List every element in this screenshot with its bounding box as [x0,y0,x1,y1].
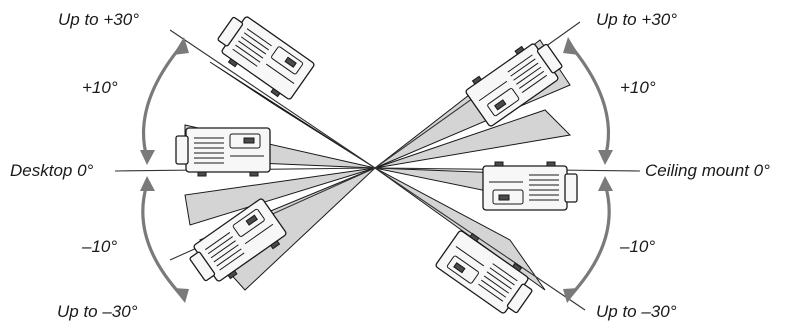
label-left-plus10: +10° [82,78,118,97]
beam-left-plus30 [209,61,376,169]
label-desktop-zero: Desktop 0° [10,161,94,180]
label-left-minus10: –10° [82,237,118,256]
label-left-up-to-minus30: Up to –30° [57,302,138,321]
projector-left-zero [175,127,271,177]
projector-left-plus30 [209,9,316,105]
beam-right-plus10 [374,109,572,169]
label-right-minus10: –10° [620,237,656,256]
right-arc-arrows [563,37,613,303]
projector-right-zero [482,161,578,211]
label-left-up-to-plus30: Up to +30° [58,10,139,29]
beam-left-minus10 [184,167,376,226]
label-right-up-to-plus30: Up to +30° [596,10,677,29]
left-arc-arrows [140,37,189,303]
label-ceiling-mount-zero: Ceiling mount 0° [645,161,770,180]
label-right-plus10: +10° [620,78,656,97]
label-right-up-to-minus30: Up to –30° [596,302,677,321]
